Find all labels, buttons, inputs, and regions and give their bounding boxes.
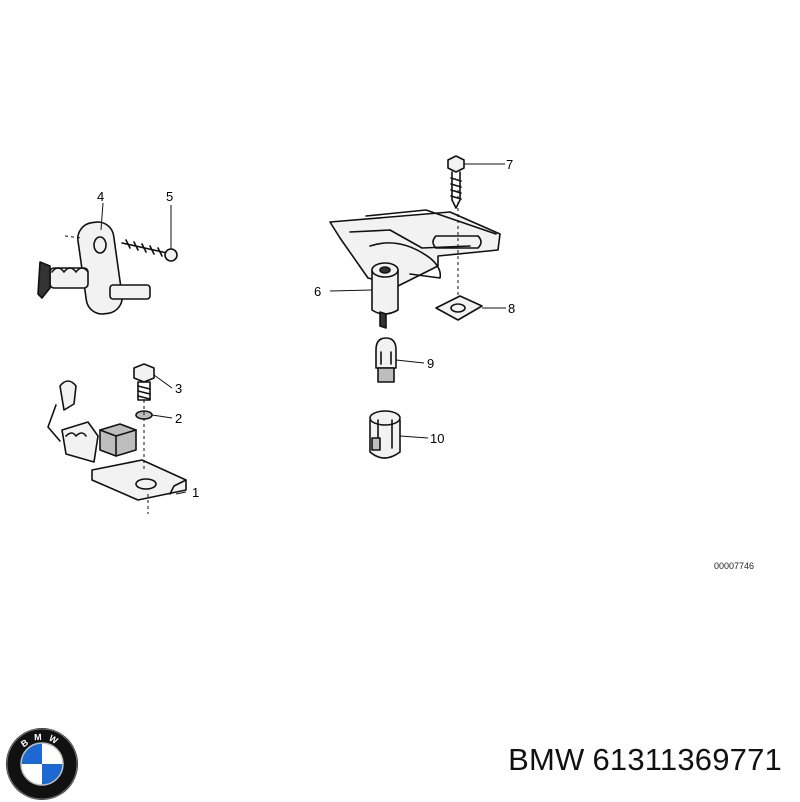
bmw-logo: BMW (6, 728, 78, 800)
callout-9: 9 (427, 356, 434, 371)
gasket-8 (435, 295, 483, 321)
callout-8: 8 (508, 301, 515, 316)
callout-7: 7 (506, 157, 513, 172)
caption-part-number: 61311369771 (592, 742, 782, 777)
bolt-3 (133, 363, 155, 401)
callout-2: 2 (175, 411, 182, 426)
door-contact-switch (37, 221, 151, 315)
callout-6: 6 (314, 284, 321, 299)
callout-4: 4 (97, 189, 104, 204)
mounting-plate (329, 190, 501, 300)
screw-5 (121, 239, 178, 262)
screw-7 (447, 155, 465, 209)
socket-10 (369, 410, 401, 459)
diagram-reference-number: 00007746 (714, 561, 754, 571)
callout-3: 3 (175, 381, 182, 396)
leader-lines (100, 163, 506, 495)
washer-2 (135, 400, 153, 470)
callout-1: 1 (192, 485, 199, 500)
lamp-socket-6 (371, 262, 399, 329)
bulb-9 (375, 337, 397, 383)
switch-bracket (47, 380, 187, 514)
callout-5: 5 (166, 189, 173, 204)
callout-10: 10 (430, 431, 444, 446)
caption-brand: BMW (508, 742, 585, 777)
